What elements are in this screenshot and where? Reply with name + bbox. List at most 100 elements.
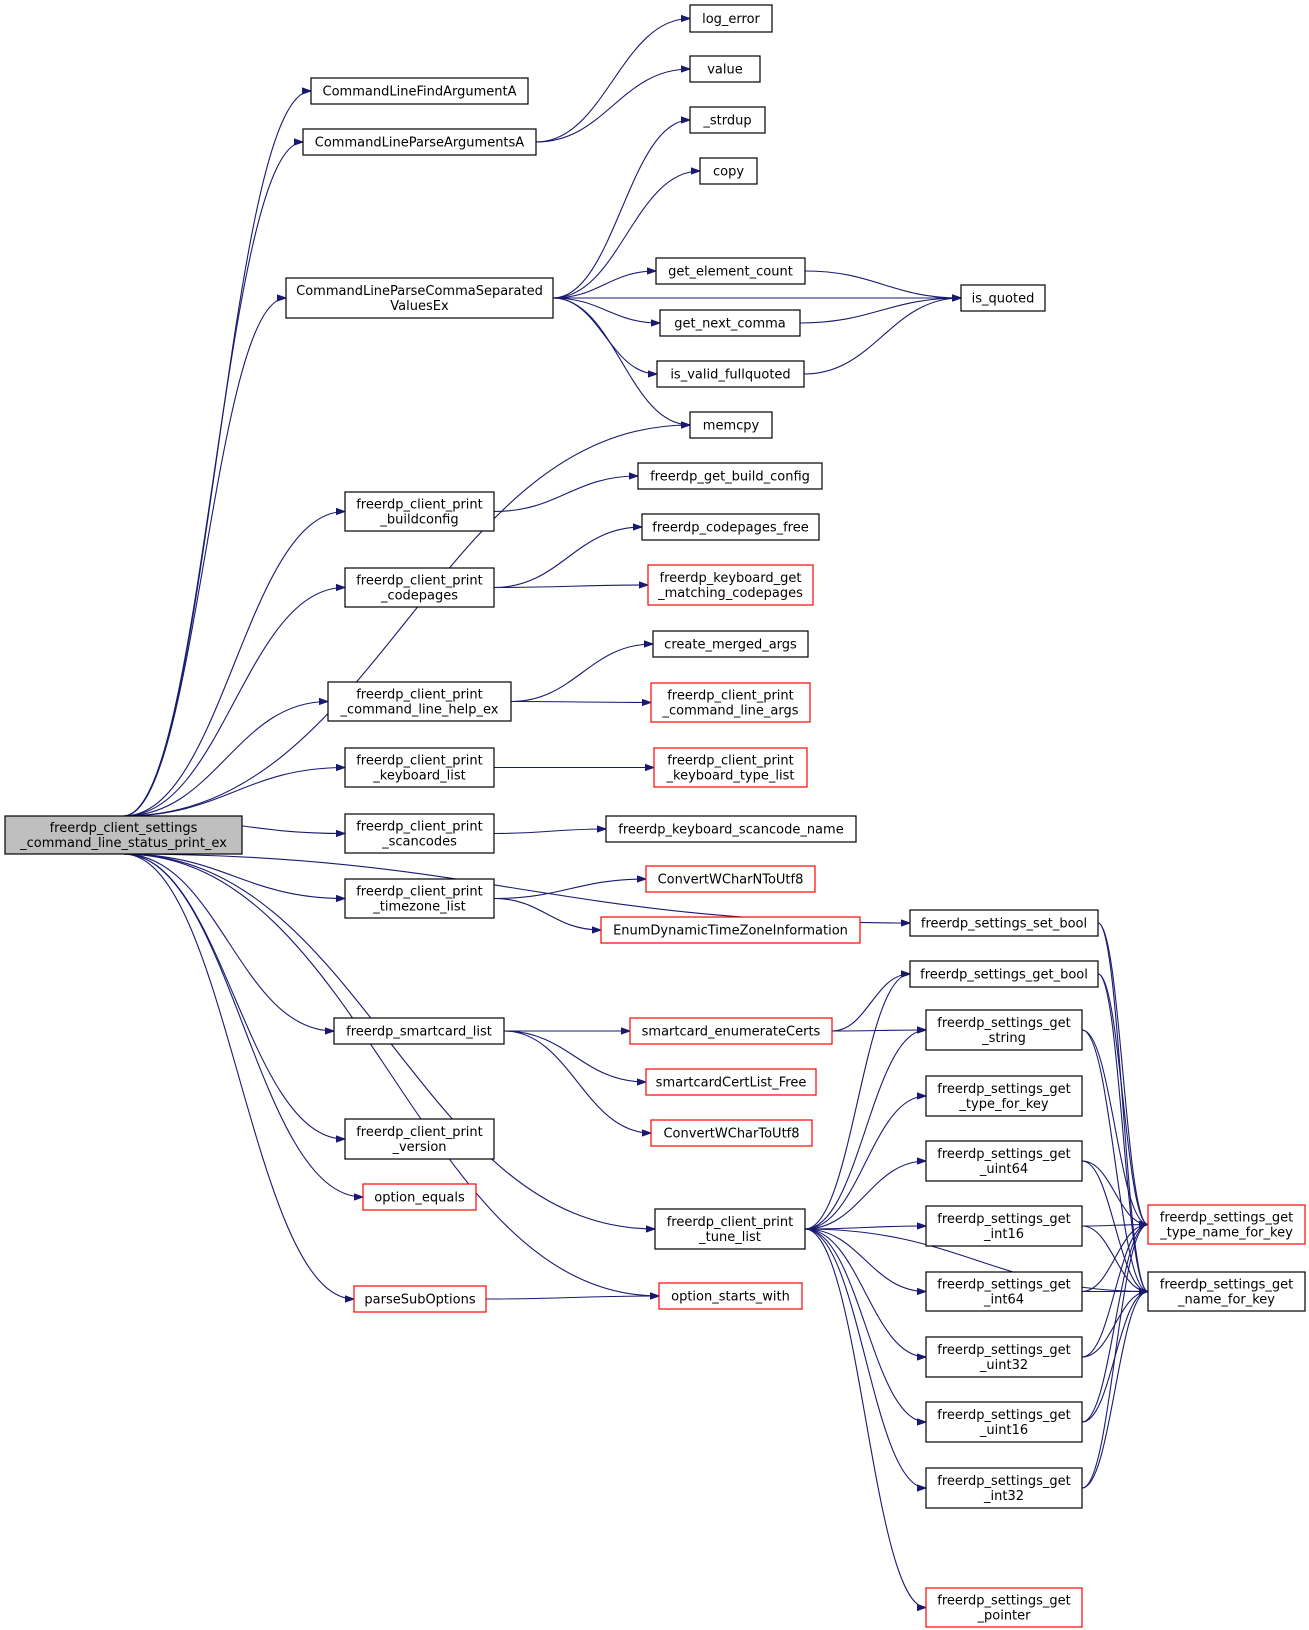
node-box	[629, 1017, 833, 1045]
node-type-for-key[interactable]: freerdp_settings_get_type_for_key	[925, 1075, 1083, 1117]
node-parseargs[interactable]: CommandLineParseArgumentsA	[302, 128, 537, 156]
node-box	[645, 1068, 817, 1096]
node-buildconfig[interactable]: freerdp_client_print_buildconfig	[344, 491, 495, 532]
node-type-name-for-key[interactable]: freerdp_settings_get_type_name_for_key	[1147, 1204, 1306, 1245]
node-keyboard-list[interactable]: freerdp_client_print_keyboard_list	[344, 747, 495, 788]
node-enum-certs[interactable]: smartcard_enumerateCerts	[629, 1017, 833, 1045]
node-smartcard-list[interactable]: freerdp_smartcard_list	[333, 1017, 505, 1045]
node-timezone[interactable]: freerdp_client_print_timezone_list	[344, 878, 495, 919]
node-scancode-name[interactable]: freerdp_keyboard_scancode_name	[605, 815, 857, 843]
node-parse-sub[interactable]: parseSubOptions	[353, 1285, 487, 1313]
node-label: _command_line_help_ex	[340, 703, 499, 718]
node-starts-with[interactable]: option_starts_with	[658, 1282, 803, 1310]
node-certlist-free[interactable]: smartcardCertList_Free	[645, 1068, 817, 1096]
node-strdup[interactable]: _strdup	[689, 106, 766, 134]
node-get-int16[interactable]: freerdp_settings_get_int16	[925, 1205, 1083, 1247]
node-kb-type-list[interactable]: freerdp_client_print_keyboard_type_list	[653, 747, 808, 788]
node-wchar[interactable]: ConvertWCharToUtf8	[650, 1119, 813, 1147]
node-label: freerdp_settings_get	[937, 1278, 1070, 1293]
node-box	[4, 815, 243, 855]
node-label: freerdp_client_print	[667, 754, 794, 769]
node-get-uint16[interactable]: freerdp_settings_get_uint16	[925, 1401, 1083, 1443]
node-label: _timezone_list	[372, 900, 465, 915]
node-box	[653, 747, 808, 788]
edge-tune_list-to-get_int32	[804, 1228, 926, 1488]
node-log-error[interactable]: log_error	[689, 4, 773, 33]
node-findarg[interactable]: CommandLineFindArgumentA	[310, 77, 529, 105]
node-copy[interactable]: copy	[699, 157, 758, 185]
edge-get_uint32-to-type_name_for_key	[1081, 1225, 1149, 1358]
edge-tune_list-to-get_uint16	[804, 1228, 926, 1422]
node-wcharn[interactable]: ConvertWCharNToUtf8	[645, 865, 816, 893]
node-option-equals[interactable]: option_equals	[362, 1183, 477, 1211]
node-version[interactable]: freerdp_client_print_version	[344, 1118, 495, 1160]
node-merged-args[interactable]: create_merged_args	[652, 630, 809, 658]
node-get-bool[interactable]: freerdp_settings_get_bool	[909, 960, 1099, 988]
node-label: freerdp_settings_get	[937, 1082, 1070, 1097]
node-enumtz[interactable]: EnumDynamicTimeZoneInformation	[600, 916, 861, 944]
node-get-pointer[interactable]: freerdp_settings_get_pointer	[925, 1587, 1083, 1628]
node-box	[1147, 1271, 1306, 1312]
node-help-ex[interactable]: freerdp_client_print_command_line_help_e…	[327, 681, 512, 722]
node-label: freerdp_settings_set_bool	[921, 917, 1087, 932]
node-get-element-count[interactable]: get_element_count	[655, 257, 806, 285]
node-label: freerdp_get_build_config	[650, 470, 810, 485]
node-box	[689, 411, 773, 439]
edge-tune_list-to-get_bool	[804, 974, 910, 1230]
node-codepages[interactable]: freerdp_client_print_codepages	[344, 567, 495, 608]
node-label: freerdp_smartcard_list	[346, 1025, 492, 1040]
node-label: _pointer	[977, 1609, 1032, 1624]
node-get-build-config[interactable]: freerdp_get_build_config	[637, 462, 823, 490]
node-get-uint32[interactable]: freerdp_settings_get_uint32	[925, 1336, 1083, 1378]
node-label: freerdp_settings_get	[937, 1147, 1070, 1162]
node-root[interactable]: freerdp_client_settings_command_line_sta…	[4, 815, 243, 855]
edge-set_bool-to-type_name_for_key	[1097, 922, 1149, 1225]
node-label: freerdp_keyboard_scancode_name	[618, 823, 843, 838]
node-set-bool[interactable]: freerdp_settings_set_bool	[909, 909, 1099, 937]
edge-help_ex-to-merged_args	[510, 644, 653, 703]
node-box	[699, 157, 758, 185]
edge-parseargs-to-log_error	[535, 19, 690, 143]
node-value[interactable]: value	[689, 55, 761, 83]
node-kb-matching[interactable]: freerdp_keyboard_get_matching_codepages	[647, 564, 814, 606]
edge-tune_list-to-get_pointer	[804, 1228, 926, 1608]
edge-root-to-codepages	[123, 588, 346, 817]
edge-root-to-commasep	[123, 298, 287, 817]
edge-get_string-to-name_for_key	[1081, 1029, 1149, 1292]
node-get-next-comma[interactable]: get_next_comma	[659, 309, 801, 337]
node-box	[600, 916, 861, 944]
node-memcpy[interactable]: memcpy	[689, 411, 773, 439]
node-get-int64[interactable]: freerdp_settings_get_int64	[925, 1271, 1083, 1312]
node-box	[1147, 1204, 1306, 1245]
node-scancodes[interactable]: freerdp_client_print_scancodes	[344, 813, 495, 854]
edge-help_ex-to-cl_args	[510, 702, 651, 703]
node-label: _tune_list	[698, 1230, 761, 1245]
edge-buildconfig-to-get_build_config	[493, 476, 638, 513]
node-label: value	[707, 63, 743, 78]
node-name-for-key[interactable]: freerdp_settings_get_name_for_key	[1147, 1271, 1306, 1312]
node-get-string[interactable]: freerdp_settings_get_string	[925, 1009, 1083, 1051]
node-get-int32[interactable]: freerdp_settings_get_int32	[925, 1467, 1083, 1509]
node-codepages-free[interactable]: freerdp_codepages_free	[641, 513, 820, 541]
node-box	[327, 681, 512, 722]
node-label: freerdp_client_print	[356, 754, 483, 769]
edge-root-to-keyboard_list	[123, 768, 346, 817]
edge-get_bool-to-type_name_for_key	[1097, 973, 1149, 1225]
node-is-quoted[interactable]: is_quoted	[960, 284, 1046, 312]
node-box	[652, 630, 809, 658]
node-tune-list[interactable]: freerdp_client_print_tune_list	[654, 1208, 806, 1250]
node-box	[641, 513, 820, 541]
edge-smartcard_list-to-certlist_free	[503, 1030, 646, 1082]
edge-root-to-smartcard_list	[123, 853, 335, 1031]
node-is-valid-fullquoted[interactable]: is_valid_fullquoted	[656, 360, 805, 388]
node-box	[925, 1336, 1083, 1378]
node-label: _matching_codepages	[657, 586, 803, 601]
node-cl-args[interactable]: freerdp_client_print_command_line_args	[650, 682, 811, 723]
node-box	[285, 277, 554, 319]
node-get-uint64[interactable]: freerdp_settings_get_uint64	[925, 1140, 1083, 1182]
node-box	[344, 567, 495, 608]
edge-root-to-buildconfig	[123, 512, 346, 817]
edge-parse_sub-to-starts_with	[485, 1296, 659, 1299]
